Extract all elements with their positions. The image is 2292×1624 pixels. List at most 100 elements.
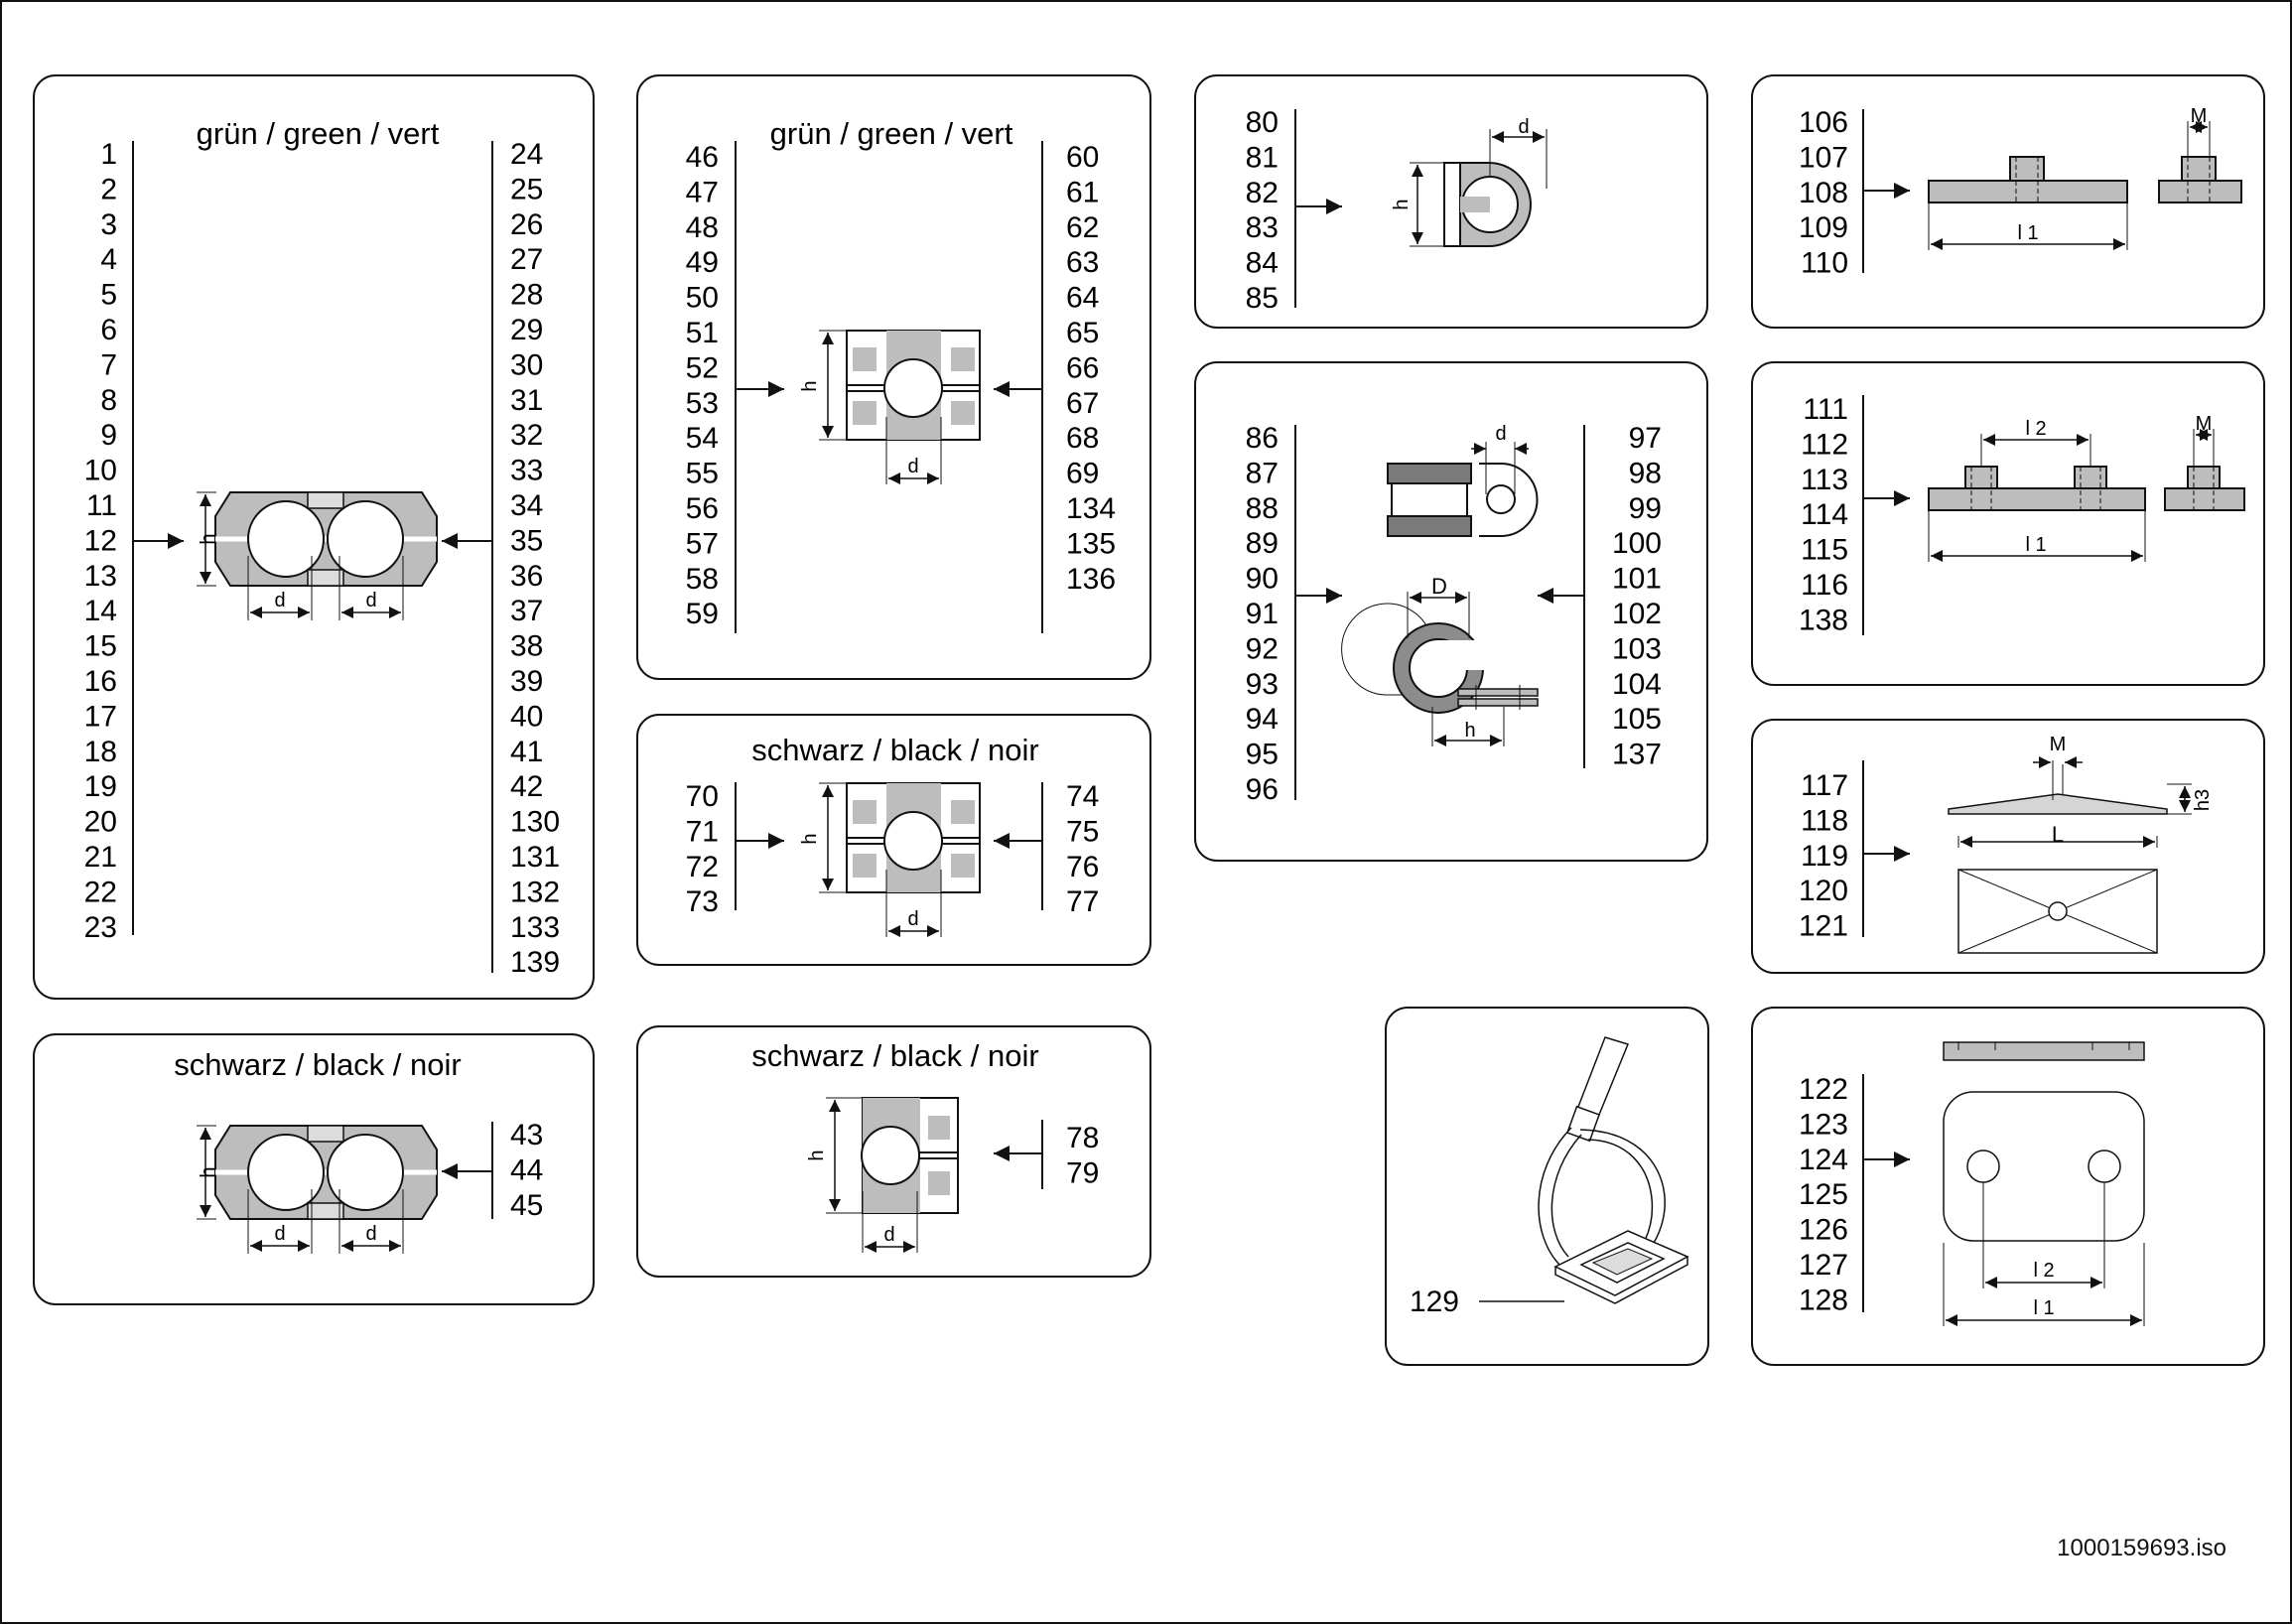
part-number: 37 [510,595,543,627]
part-number: 14 [84,595,117,627]
panel-frame [1751,1007,2265,1366]
cable-tie-drawing [1479,1036,1689,1304]
single-clamp-drawing: h d [799,782,981,937]
part-number: 99 [1629,492,1662,525]
part-number: 1 [100,138,117,171]
part-number: 89 [1246,527,1279,560]
dim-h: h [198,1166,219,1177]
dim-h3: h3 [2192,789,2214,811]
dim-D: D [1431,574,1447,599]
part-number: 42 [510,770,543,803]
panel-frame [636,74,1151,680]
part-number: 100 [1612,527,1662,560]
dim-h: h [1391,199,1413,209]
part-number: 21 [84,841,117,874]
part-number: 112 [1801,428,1848,461]
part-number: 51 [686,317,719,349]
right-number-column: 2425262728293031323334353637383940414213… [510,138,560,979]
part-number: 34 [510,489,543,522]
part-number: 110 [1801,247,1848,280]
part-number: 69 [1066,458,1099,490]
part-number: 98 [1629,457,1662,489]
panel-heading: grün / green / vert [197,116,440,151]
part-number: 50 [686,282,719,315]
part-number: 136 [1066,563,1116,596]
part-number: 107 [1799,141,1848,174]
panel-cable-tie-mount: 129 [1385,1007,1709,1366]
p-clip-side-drawing: d [1387,423,1539,537]
part-number: 24 [510,138,543,171]
part-number: 44 [510,1153,543,1186]
part-number: 35 [510,524,543,557]
part-number: 11 [86,489,117,522]
part-number: 133 [510,911,560,944]
part-number: 32 [510,419,543,452]
part-number: 6 [100,314,117,346]
part-number: 103 [1612,632,1662,665]
panel-frame [1194,361,1708,862]
part-number: 54 [686,422,719,455]
part-number: 61 [1066,176,1099,208]
part-number: 58 [686,563,719,596]
part-number: 29 [510,314,543,346]
part-number: 20 [84,806,117,839]
mount-pad-drawing: M h3 L [1948,734,2214,954]
part-number: 135 [1066,527,1116,560]
part-number: 82 [1246,177,1279,209]
part-number: 17 [84,700,117,733]
part-number: 2 [100,173,117,205]
part-number: 134 [1066,492,1116,525]
panel-frame [1194,74,1708,329]
part-number: 119 [1801,840,1848,873]
dim-M: M [2050,734,2067,755]
dim-h: h [799,380,821,391]
part-number: 55 [686,458,719,490]
part-number: 101 [1612,563,1662,596]
part-number: 83 [1246,211,1279,244]
part-number: 31 [510,384,543,417]
part-number: 36 [510,560,543,593]
plate-drawing: l 2 l 1 [1943,1041,2145,1326]
panel-frame [1751,361,2265,686]
part-number: 111 [1803,393,1848,426]
panel-frame [1385,1007,1709,1366]
part-number: 3 [100,208,117,241]
part-number: 62 [1066,211,1099,244]
part-number: 9 [100,419,117,452]
part-number: 87 [1246,457,1279,489]
part-number: 86 [1246,422,1279,455]
part-number: 90 [1246,563,1279,596]
part-number: 47 [686,176,719,208]
dim-M: M [2191,105,2208,127]
part-number: 122 [1799,1073,1848,1106]
part-number: 88 [1246,492,1279,525]
dim-h: h [198,533,219,544]
part-number: 118 [1801,804,1848,837]
part-number: 46 [686,141,719,174]
part-number: 105 [1612,703,1662,736]
part-number: 59 [686,598,719,630]
part-number: 96 [1246,773,1279,806]
part-number: 22 [84,876,117,908]
part-number: 80 [1246,106,1279,139]
part-number: 68 [1066,422,1099,455]
part-number: 43 [510,1119,543,1151]
part-number: 38 [510,630,543,663]
part-number: 91 [1246,598,1279,630]
panel-frame [636,714,1151,966]
panel-frame [1751,74,2265,329]
part-number: 30 [510,348,543,381]
part-number: 39 [510,665,543,698]
part-number: 25 [510,173,543,205]
dim-l1: l 1 [2025,534,2046,556]
part-number: 27 [510,243,543,276]
